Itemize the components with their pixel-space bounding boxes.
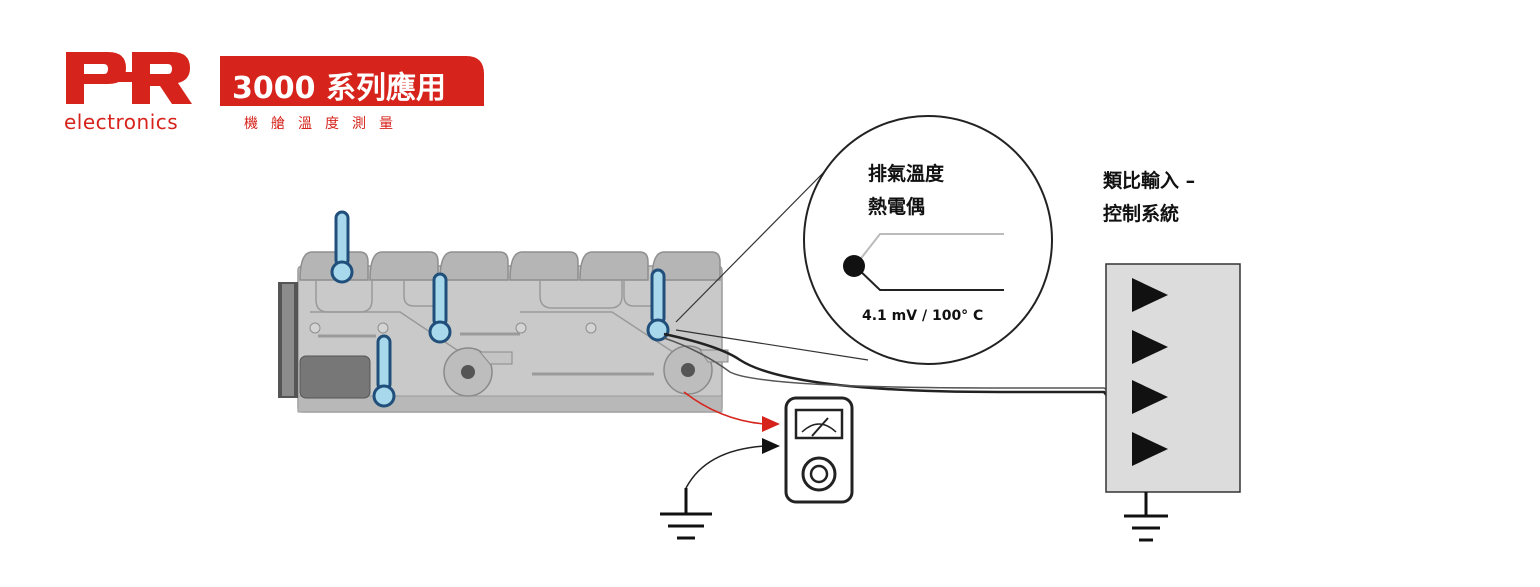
input-arrow-icon (1132, 432, 1168, 466)
thermometer-icon (330, 210, 354, 284)
thermocouple-junction (843, 255, 865, 277)
thermocouple-label-line2: 熱電偶 (868, 196, 926, 218)
thermometer-icon (428, 272, 452, 344)
thermocouple-value: 4.1 mV / 100° C (862, 308, 984, 324)
input-arrow-icon (1132, 278, 1168, 312)
control-system-box (1105, 263, 1241, 493)
input-arrow-icon (1132, 330, 1168, 364)
logo-subtext: electronics (64, 110, 179, 134)
thermocouple-label-line1: 排氣溫度 (868, 163, 945, 185)
ground-wire (685, 445, 765, 489)
control-system-label-line1: 類比輸入 – (1103, 170, 1196, 192)
pr-logo (66, 52, 192, 104)
ground-icon (1124, 492, 1168, 542)
engine-block (278, 251, 729, 413)
thermometer-icon (646, 268, 670, 342)
control-system-label: 類比輸入 – 控制系統 (1103, 165, 1195, 231)
probe-arrow (762, 416, 780, 432)
page-title: 3000 系列應用 (232, 71, 446, 106)
thermometer-icon (372, 334, 396, 408)
voltmeter-icon (784, 396, 854, 504)
title-badge (220, 56, 484, 106)
control-system-label-line2: 控制系統 (1103, 203, 1180, 225)
probe-wire-red (683, 391, 765, 425)
thermocouple-callout (675, 115, 1053, 365)
ground-arrow (762, 438, 780, 454)
page-subtitle: 機艙溫度測量 (244, 116, 406, 132)
ground-icon (660, 488, 712, 540)
input-arrow-icon (1132, 380, 1168, 414)
thermocouple-label: 排氣溫度 熱電偶 (868, 158, 944, 224)
